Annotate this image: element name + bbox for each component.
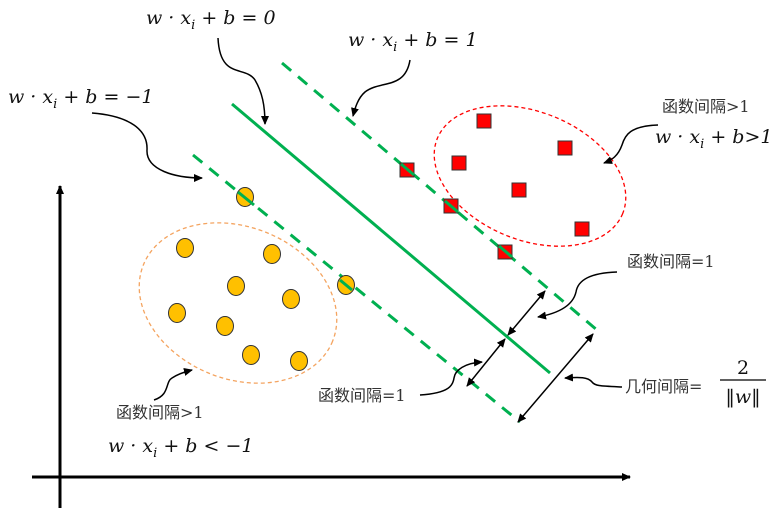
negative-region-eq: w · xi + b < −1 [108, 435, 253, 461]
functional-margin-lower-label: 函数间隔=1 [318, 386, 406, 405]
functional-margin-upper-pointer [537, 271, 618, 320]
negative-points [168, 187, 355, 371]
positive-margin-pointer [351, 59, 411, 117]
negative-margin-pointer [91, 112, 203, 182]
geometric-margin-label: 几何间隔= [625, 377, 702, 396]
positive-point [451, 155, 467, 171]
negative-point [168, 303, 186, 323]
negative-point [216, 316, 234, 336]
negative-point [176, 238, 194, 258]
positive-region-eq: w · xi + b>1 [655, 126, 772, 152]
positive-region-ellipse [433, 105, 627, 247]
negative-margin-label: w · xi + b = −1 [8, 86, 153, 112]
support-overlay [339, 278, 353, 292]
negative-point [242, 345, 260, 365]
positive-region-pointer [603, 124, 659, 164]
geometric-margin-denominator: ‖w‖ [725, 386, 760, 408]
positive-point [574, 221, 590, 237]
hyperplane-line [231, 102, 551, 375]
negative-point [227, 276, 245, 296]
positive-margin-label: w · xi + b = 1 [348, 29, 478, 55]
geometric-margin-numerator: 2 [737, 357, 749, 379]
support-overlay [400, 162, 415, 177]
hyperplane-pointer [217, 37, 269, 125]
positive-points [399, 113, 590, 260]
hyperplane-label: w · xi + b = 0 [146, 7, 276, 33]
negative-point [282, 289, 300, 309]
support-overlay [444, 199, 459, 214]
negative-region-ellipse [138, 222, 338, 384]
geometric-margin-pointer [564, 373, 623, 388]
support-overlay [237, 190, 255, 207]
negative-point [290, 351, 308, 371]
negative-point [263, 244, 281, 264]
positive-point [476, 113, 492, 129]
negative-region-pointer [153, 368, 193, 401]
functional-margin-upper-label: 函数间隔=1 [627, 252, 715, 271]
geometric-margin-arrow [517, 333, 594, 423]
support-overlay [498, 244, 513, 259]
positive-region-title: 函数间隔>1 [662, 97, 750, 116]
negative-region-title: 函数间隔>1 [116, 403, 204, 422]
functional-margin-lower-arrow [466, 338, 506, 387]
positive-point [511, 182, 527, 198]
positive-point [557, 140, 573, 156]
positive-margin-line [281, 61, 598, 332]
functional-margin-upper-arrow [507, 290, 546, 336]
